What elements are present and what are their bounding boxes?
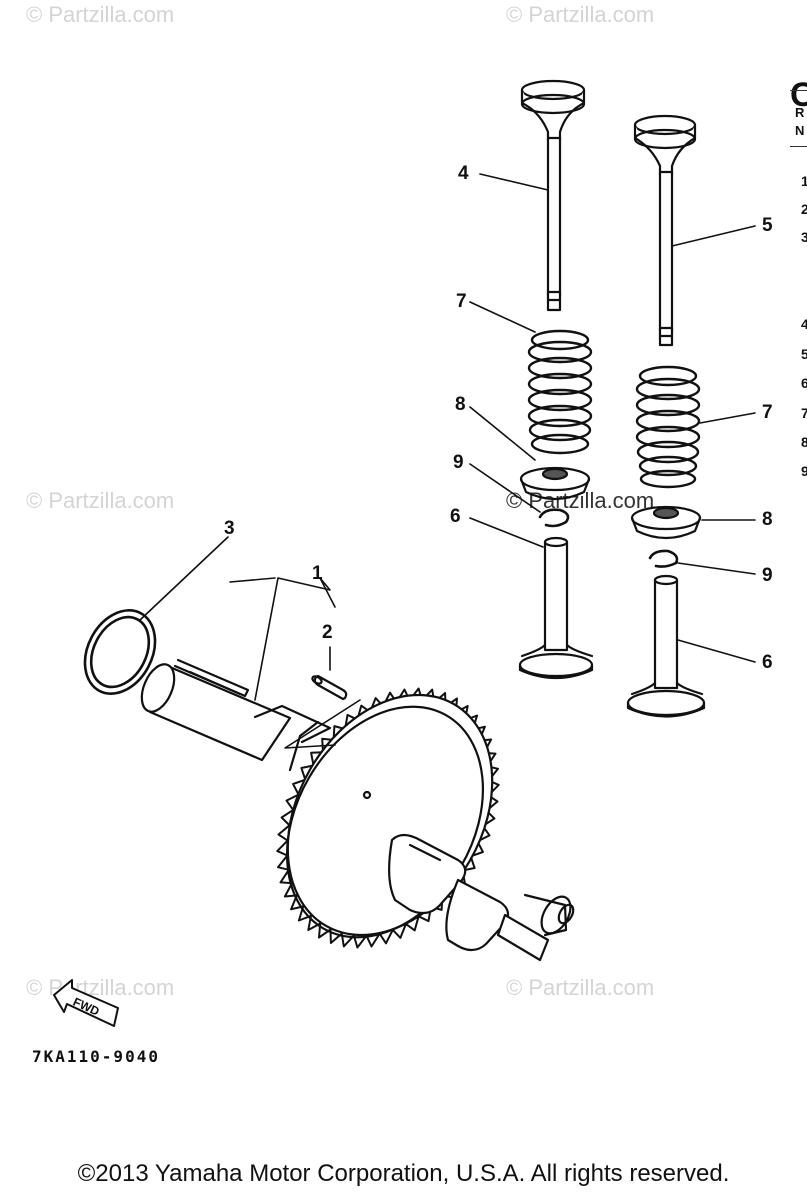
valve-spring-right xyxy=(635,365,701,489)
ref-number: 3 xyxy=(801,229,807,245)
ref-number: 7 xyxy=(801,405,807,421)
diagram-code: 7KA110-9040 xyxy=(32,1047,160,1066)
callout-6-right: 6 xyxy=(762,652,773,673)
callout-8-right: 8 xyxy=(762,509,773,530)
fwd-arrow-icon xyxy=(53,979,119,1027)
oil-seal-ring-3 xyxy=(83,609,157,695)
spring-retainer-left xyxy=(519,466,591,501)
ref-number: 2 xyxy=(801,201,807,217)
cam-lobes xyxy=(388,833,575,962)
callout-9-right: 9 xyxy=(762,565,773,586)
spring-retainer-right xyxy=(630,505,702,540)
leader-lines xyxy=(139,173,756,749)
divider xyxy=(790,90,807,91)
ref-number: 4 xyxy=(801,316,807,332)
valve-5 xyxy=(633,114,697,347)
callout-3: 3 xyxy=(224,518,235,539)
watermark: © Partzilla.com xyxy=(26,488,175,513)
divider xyxy=(790,146,807,147)
callout-8-left: 8 xyxy=(455,394,466,415)
valve-4 xyxy=(520,79,586,312)
ref-no-header: N xyxy=(795,123,805,138)
callout-4: 4 xyxy=(458,163,469,184)
callout-9-left: 9 xyxy=(453,452,464,473)
callout-7-right: 7 xyxy=(762,402,773,423)
callout-6-left: 6 xyxy=(450,506,461,527)
watermark: © Partzilla.com xyxy=(506,488,655,513)
copyright-notice: ©2013 Yamaha Motor Corporation, U.S.A. A… xyxy=(77,1160,730,1187)
valve-lower-right xyxy=(626,574,706,718)
watermark: © Partzilla.com xyxy=(506,2,655,27)
valve-spring-left xyxy=(527,329,593,455)
callout-5: 5 xyxy=(762,215,773,236)
watermark: © Partzilla.com xyxy=(26,975,175,1000)
watermark: © Partzilla.com xyxy=(26,2,175,27)
callout-7-left: 7 xyxy=(456,291,467,312)
valve-cotter-right xyxy=(648,549,679,568)
ref-number: 9 xyxy=(801,463,807,479)
callout-1: 1 xyxy=(312,563,323,584)
parts-list-title: C xyxy=(790,76,807,114)
watermark: © Partzilla.com xyxy=(506,975,655,1000)
camshaft xyxy=(140,658,332,772)
ref-number: 6 xyxy=(801,375,807,391)
ref-number: 1 xyxy=(801,173,807,189)
valve-cotter-left xyxy=(538,508,570,528)
ref-number: 8 xyxy=(801,434,807,450)
ref-no-header: R xyxy=(795,105,805,120)
ref-number: 5 xyxy=(801,346,807,362)
valve-lower-left xyxy=(518,536,594,680)
callout-2: 2 xyxy=(322,622,333,643)
dowel-pin-2 xyxy=(311,674,348,701)
